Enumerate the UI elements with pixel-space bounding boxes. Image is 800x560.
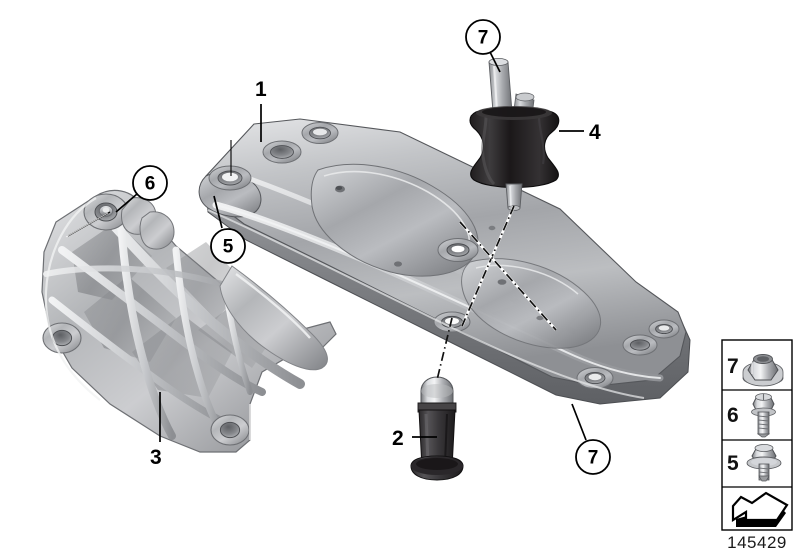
callout-7-lower-circle bbox=[575, 439, 611, 475]
legend-item-7-number: 7 bbox=[727, 355, 739, 378]
legend-item-5[interactable]: 5 bbox=[727, 443, 782, 482]
part-number: 145429 bbox=[727, 533, 787, 552]
mount-upper-stud bbox=[488, 58, 513, 113]
callout-7-lower-label: 7 bbox=[588, 448, 599, 469]
centerline-mount-bolt bbox=[459, 221, 557, 331]
crossmember-mount-hole bbox=[437, 238, 479, 262]
callout-1-label: 1 bbox=[255, 78, 267, 101]
hex-flange-nut-icon bbox=[742, 353, 784, 387]
callout-5[interactable]: 5 bbox=[210, 195, 246, 264]
callout-6-circle bbox=[132, 165, 168, 201]
callout-6-label: 6 bbox=[145, 174, 156, 195]
callout-5-label: 5 bbox=[223, 237, 234, 258]
callout-7-lower[interactable]: 7 bbox=[571, 403, 611, 475]
callout-2-label: 2 bbox=[392, 427, 404, 450]
callout-1[interactable]: 1 bbox=[230, 78, 267, 176]
callout-2[interactable]: 2 bbox=[392, 427, 437, 450]
bracket-bolt-shaft bbox=[65, 211, 111, 238]
legend-direction-arrow bbox=[731, 491, 789, 527]
part-rubber-stop-buffer bbox=[410, 376, 464, 481]
part-transmission-crossmember bbox=[198, 118, 691, 405]
centerline-buffer-to-crossmember bbox=[436, 317, 453, 381]
centerline-mount-to-crossmember bbox=[460, 205, 516, 327]
callout-7-upper-circle bbox=[465, 19, 501, 55]
callout-7-upper[interactable]: 7 bbox=[465, 19, 501, 73]
callout-7-upper-label: 7 bbox=[478, 28, 489, 49]
legend-item-5-number: 5 bbox=[727, 452, 739, 475]
callout-5-circle bbox=[210, 228, 246, 264]
legend-item-6[interactable]: 6 bbox=[727, 393, 776, 438]
part-rubber-mount bbox=[469, 58, 560, 211]
callout-4-label: 4 bbox=[589, 121, 601, 144]
callout-3-label: 3 bbox=[150, 446, 162, 469]
hex-flange-bolt-icon bbox=[751, 393, 776, 438]
part-gearbox-support-bracket bbox=[41, 189, 337, 453]
legend-item-6-number: 6 bbox=[727, 404, 739, 427]
callout-4[interactable]: 4 bbox=[559, 121, 601, 144]
legend-item-7[interactable]: 7 bbox=[727, 353, 784, 387]
hex-bolt-washer-icon bbox=[746, 443, 782, 482]
direction-of-travel-arrow-icon bbox=[731, 491, 789, 527]
crossmember-bolt-hole bbox=[208, 165, 252, 191]
callout-6[interactable]: 6 bbox=[115, 165, 168, 213]
callout-3[interactable]: 3 bbox=[150, 392, 162, 469]
